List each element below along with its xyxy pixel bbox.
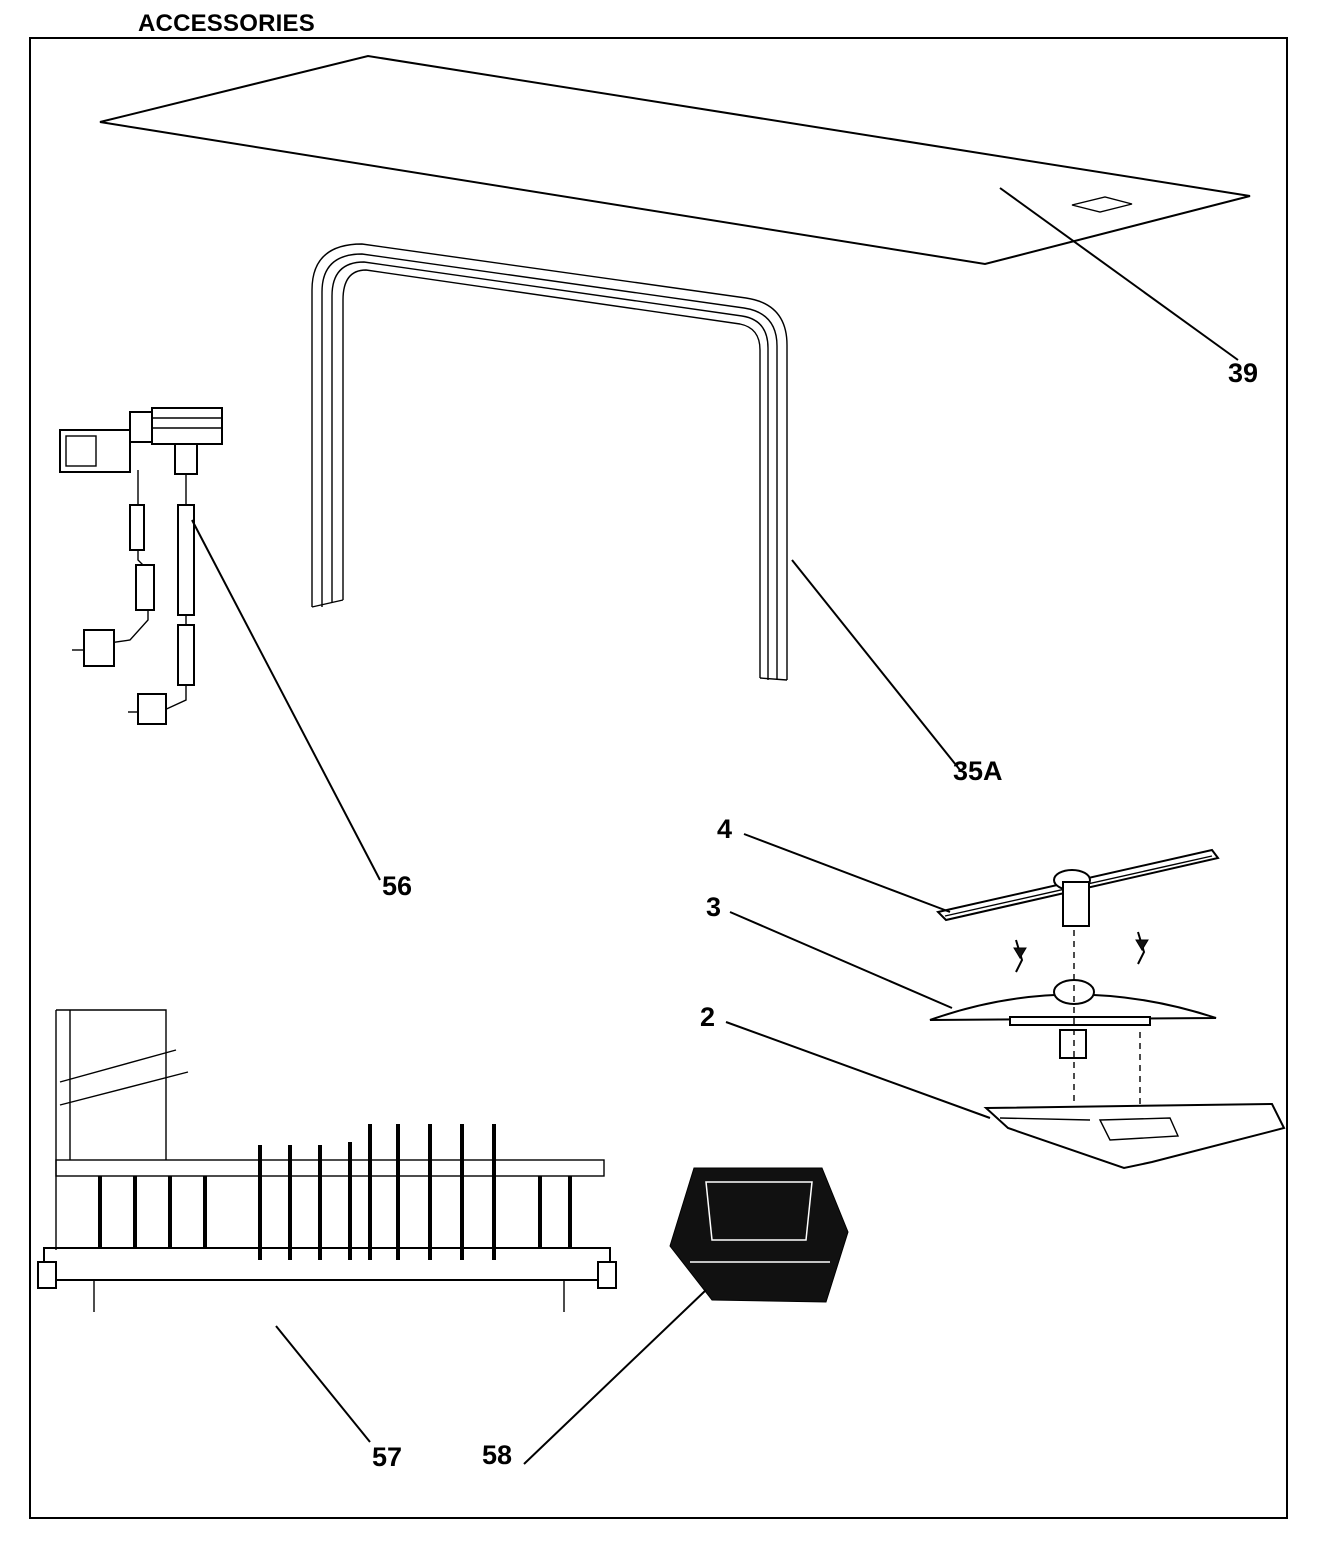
- leader-56: [191, 519, 381, 881]
- part-57-dish-rack: [37, 1009, 617, 1312]
- callout-56: 56: [382, 871, 412, 901]
- leader-35A: [791, 559, 961, 771]
- callout-39: 39: [1228, 358, 1258, 388]
- leader-58: [523, 1289, 707, 1465]
- part-39-top-panel: [99, 54, 1251, 266]
- diagram-frame: [29, 37, 1288, 1519]
- callout-2: 2: [700, 1002, 715, 1032]
- callout-57: 57: [372, 1442, 402, 1472]
- callout-3: 3: [706, 892, 721, 922]
- leader-4: [743, 833, 951, 913]
- part-4-upper-spray-arm: [936, 848, 1220, 927]
- part-3-spray-arm-mount: [929, 930, 1217, 1108]
- callout-4: 4: [717, 814, 732, 844]
- leader-39: [999, 187, 1239, 361]
- part-35A-gasket: [311, 243, 788, 681]
- callout-58: 58: [482, 1440, 512, 1470]
- leader-2: [725, 1021, 991, 1119]
- leader-57: [275, 1325, 371, 1443]
- part-2-lower-spray-arm: [983, 1102, 1286, 1170]
- part-58-silverware-basket: [669, 1167, 849, 1303]
- page-title: ACCESSORIES: [138, 10, 315, 37]
- part-56-wire-harness: [59, 407, 223, 725]
- callout-35A: 35A: [953, 756, 1003, 786]
- leader-3: [729, 911, 953, 1009]
- leader-lines: [191, 187, 1239, 1465]
